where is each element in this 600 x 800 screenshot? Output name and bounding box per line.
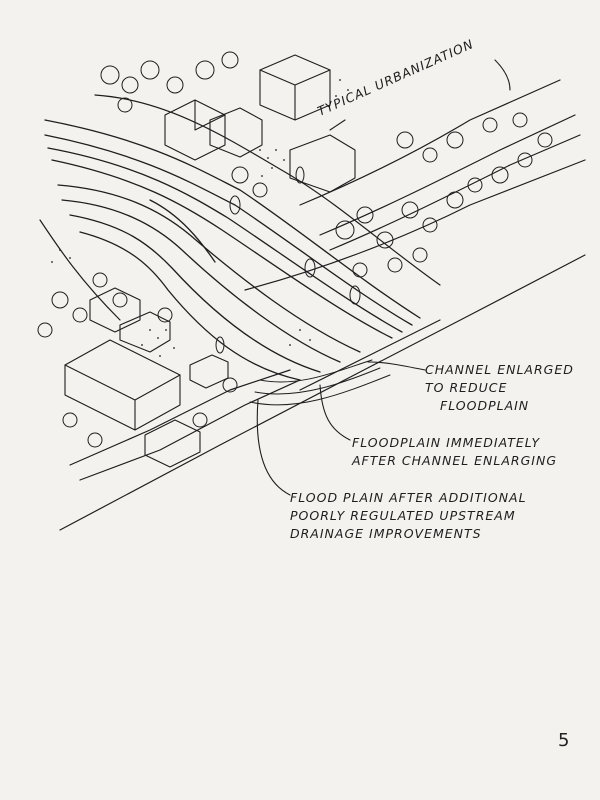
label-floodplain-immediately-1: Floodplain immediately [352, 435, 541, 450]
label-floodplain-additional-3: drainage improvements [290, 526, 482, 541]
banks-and-roads [39, 79, 586, 531]
floodplain-contours [249, 359, 391, 406]
label-channel-enlarged-2: to reduce [425, 380, 508, 395]
channel-lines [44, 119, 421, 381]
label-floodplain-additional-1: Flood plain after additional [290, 490, 527, 505]
label-floodplain-immediately-2: after channel enlarging [352, 453, 558, 468]
buildings [64, 54, 356, 468]
label-channel-enlarged-3: floodplain [440, 398, 530, 413]
label-floodplain-additional-2: poorly regulated upstream [290, 508, 516, 523]
label-channel-enlarged-1: Channel enlarged [425, 362, 574, 377]
trees [37, 51, 553, 448]
stipple-texture [51, 79, 349, 357]
leader-lines [256, 59, 511, 496]
page-number: 5 [558, 730, 570, 751]
